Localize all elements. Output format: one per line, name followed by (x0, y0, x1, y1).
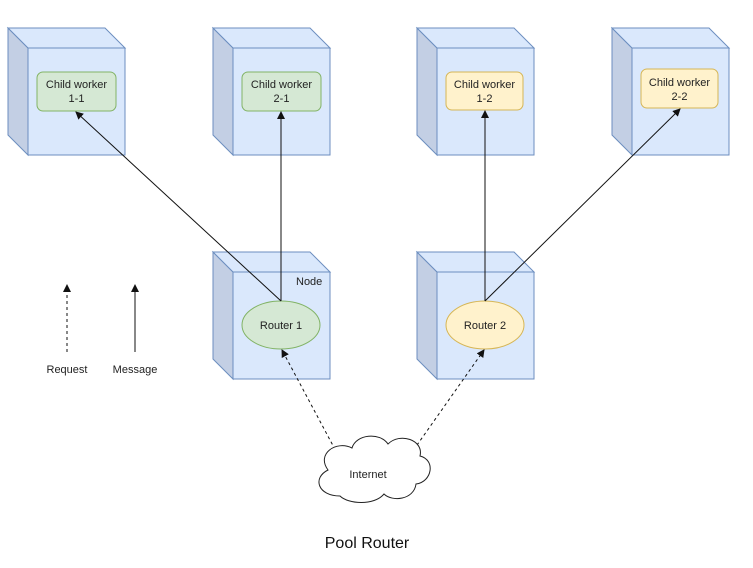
worker-2-2-id: 2-2 (672, 91, 688, 103)
diagram-caption: Pool Router (325, 535, 410, 552)
legend-message-label: Message (113, 364, 158, 376)
child-worker-2-2 (640, 68, 719, 109)
worker-node-1-2: Child worker 1-2 (415, 26, 536, 157)
message-arrow-router2-worker2-2 (484, 108, 681, 302)
router-node-1: Node Router 1 (211, 250, 332, 381)
message-arrow-router1-worker1-1 (75, 111, 282, 302)
node-label: Node (296, 276, 322, 288)
internet-cloud: Internet (318, 435, 431, 503)
worker-1-1-label: Child worker (46, 79, 107, 91)
worker-2-1-id: 2-1 (274, 93, 290, 105)
worker-1-2-id: 1-2 (477, 93, 493, 105)
internet-label: Internet (349, 469, 386, 481)
child-worker-2-1 (241, 71, 322, 112)
router-1-label: Router 1 (260, 320, 302, 332)
worker-node-2-1: Child worker 2-1 (211, 26, 332, 157)
legend-request-label: Request (47, 364, 88, 376)
worker-2-1-label: Child worker (251, 79, 312, 91)
worker-node-2-2: Child worker 2-2 (610, 26, 731, 157)
worker-2-2-label: Child worker (649, 77, 710, 89)
router-node-2: Router 2 (415, 250, 536, 381)
router-2-label: Router 2 (464, 320, 506, 332)
worker-1-1-id: 1-1 (69, 93, 85, 105)
legend: Request Message (47, 284, 158, 376)
worker-node-1-1: Child worker 1-1 (6, 26, 127, 157)
worker-1-2-label: Child worker (454, 79, 515, 91)
request-arrow-internet-router1 (281, 349, 339, 456)
child-worker-1-1 (36, 71, 117, 112)
